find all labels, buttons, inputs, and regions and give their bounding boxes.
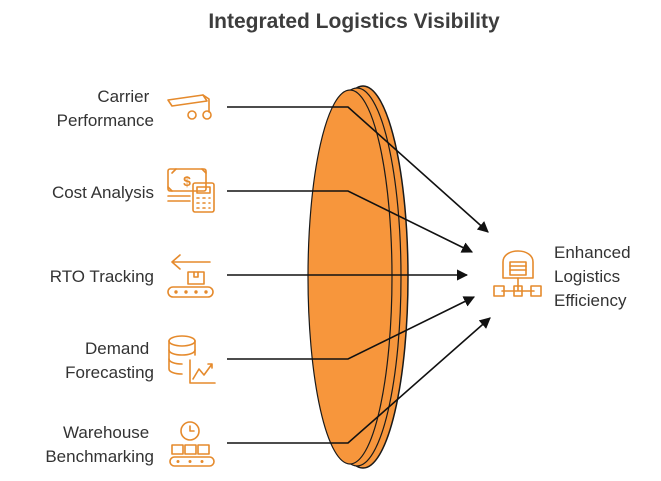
clock-boxes-icon <box>169 421 215 467</box>
input-label-warehouse-benchmarking: Warehouse Benchmarking <box>45 423 154 466</box>
connector-warehouse-benchmarking <box>227 317 491 444</box>
return-package-icon <box>167 254 214 298</box>
connectors <box>227 106 491 444</box>
connector-carrier-performance <box>227 106 489 233</box>
database-trend-icon <box>168 335 216 384</box>
input-labels: Carrier Performance Cost Analysis RTO Tr… <box>45 87 154 466</box>
input-label-carrier-performance: Carrier Performance <box>57 87 154 130</box>
connector-demand-forecasting <box>227 296 476 360</box>
lens <box>307 85 409 469</box>
conveyor-icon <box>167 94 212 120</box>
input-label-demand-forecasting: Demand Forecasting <box>65 339 154 382</box>
svg-text:$: $ <box>183 173 191 189</box>
warehouse-network-icon <box>493 250 542 297</box>
output-label: Enhanced Logistics Efficiency <box>554 243 635 310</box>
input-label-rto-tracking: RTO Tracking <box>50 267 154 286</box>
input-label-cost-analysis: Cost Analysis <box>52 183 154 202</box>
connector-cost-analysis <box>227 190 474 253</box>
diagram-title: Integrated Logistics Visibility <box>208 10 500 33</box>
money-calculator-icon: $ <box>167 168 215 213</box>
